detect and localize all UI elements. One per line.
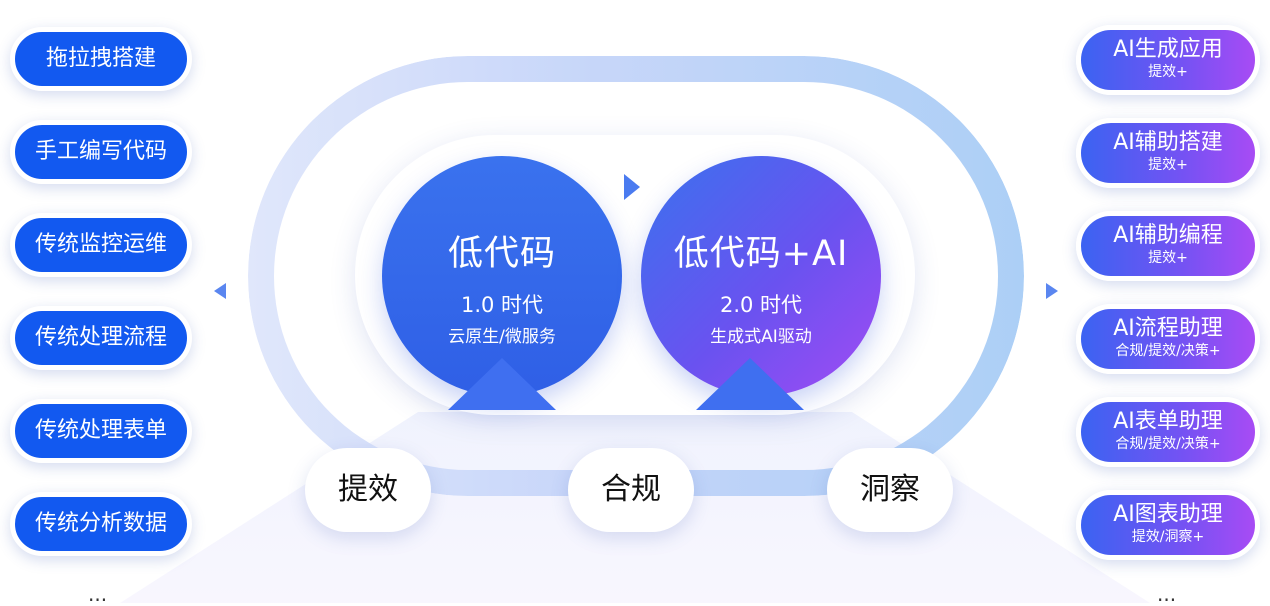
right-item-subtitle: 提效/洞察+ <box>1131 529 1205 545</box>
left-item-drag-build[interactable]: 拖拉拽搭建 <box>10 27 192 91</box>
right-item-title: AI图表助理 <box>1113 502 1223 527</box>
left-more-ellipsis: ... <box>88 582 108 606</box>
lowcode-2-circle: 低代码+AI 2.0 时代 生成式AI驱动 <box>641 156 881 396</box>
left-item-manual-code[interactable]: 手工编写代码 <box>10 120 192 184</box>
badge-efficiency: 提效 <box>305 448 431 532</box>
right-item-ai-process-assistant[interactable]: AI流程助理 合规/提效/决策+ <box>1076 304 1260 374</box>
right-item-ai-generate-app[interactable]: AI生成应用 提效+ <box>1076 25 1260 95</box>
right-item-title: AI辅助编程 <box>1113 223 1223 248</box>
right-item-ai-assist-build[interactable]: AI辅助搭建 提效+ <box>1076 118 1260 188</box>
lowcode-2-era: 2.0 时代 <box>719 293 803 317</box>
right-item-title: AI生成应用 <box>1113 37 1223 62</box>
right-item-subtitle: 提效+ <box>1148 64 1188 80</box>
right-item-title: AI流程助理 <box>1113 316 1223 341</box>
left-item-analyze-data[interactable]: 传统分析数据 <box>10 492 192 556</box>
lowcode-2-subtitle: 生成式AI驱动 <box>710 327 812 347</box>
right-item-subtitle: 提效+ <box>1148 250 1188 266</box>
right-triangle-icon <box>696 358 804 410</box>
right-item-subtitle: 合规/提效/决策+ <box>1115 436 1221 452</box>
right-item-ai-assist-coding[interactable]: AI辅助编程 提效+ <box>1076 211 1260 281</box>
left-item-process-form[interactable]: 传统处理表单 <box>10 399 192 463</box>
left-item-monitoring-ops[interactable]: 传统监控运维 <box>10 213 192 277</box>
right-item-ai-form-assistant[interactable]: AI表单助理 合规/提效/决策+ <box>1076 397 1260 467</box>
progress-arrow-icon <box>624 174 640 200</box>
lowcode-1-subtitle: 云原生/微服务 <box>448 327 556 347</box>
right-item-title: AI辅助搭建 <box>1113 130 1223 155</box>
right-more-ellipsis: ... <box>1157 582 1177 606</box>
badge-compliance: 合规 <box>568 448 694 532</box>
lowcode-2-title: 低代码+AI <box>673 234 849 274</box>
right-item-subtitle: 合规/提效/决策+ <box>1115 343 1221 359</box>
left-item-process-flow[interactable]: 传统处理流程 <box>10 306 192 370</box>
left-pointer-icon <box>214 283 226 299</box>
lowcode-1-circle: 低代码 1.0 时代 云原生/微服务 <box>382 156 622 396</box>
badge-insight: 洞察 <box>827 448 953 532</box>
left-triangle-icon <box>448 358 556 410</box>
lowcode-1-title: 低代码 <box>447 234 556 274</box>
right-pointer-icon <box>1046 283 1058 299</box>
lowcode-1-era: 1.0 时代 <box>460 293 544 317</box>
right-item-subtitle: 提效+ <box>1148 157 1188 173</box>
right-item-ai-chart-assistant[interactable]: AI图表助理 提效/洞察+ <box>1076 490 1260 560</box>
right-item-title: AI表单助理 <box>1113 409 1223 434</box>
